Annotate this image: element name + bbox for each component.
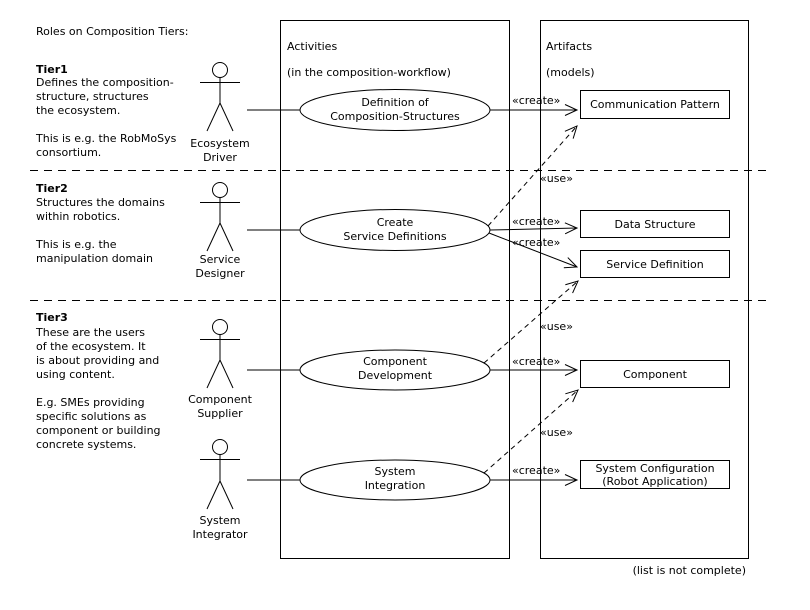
arrow-create-service-definition — [488, 232, 579, 269]
arrow-use-service-definition — [483, 280, 579, 364]
tier1-label: Tier1 — [36, 63, 68, 76]
stereotype-create-service-definition: «create» — [512, 236, 561, 249]
actor-ecosystem-driver-figure — [200, 62, 240, 132]
actor-component-supplier-label: Component Supplier — [188, 393, 252, 420]
artifact-component: Component — [580, 360, 730, 388]
artifacts-column-header: Artifacts (models) — [546, 27, 595, 92]
actor-system-integrator-figure — [200, 439, 240, 510]
activity-component-development-label: Component Development — [357, 355, 433, 382]
artifact-data-structure: Data Structure — [580, 210, 730, 238]
tier3-description: These are the users of the ecosystem. It… — [36, 326, 161, 451]
activity-system-integration-label: System Integration — [364, 465, 426, 492]
actor-component-supplier-figure — [200, 319, 240, 389]
activities-column-frame — [280, 20, 510, 559]
stereotype-create-data-structure: «create» — [512, 215, 561, 228]
activity-service-definitions-label: Create Service Definitions — [343, 216, 447, 243]
artifact-communication-pattern: Communication Pattern — [580, 90, 730, 119]
arrow-use-component — [483, 389, 579, 474]
artifact-service-definition: Service Definition — [580, 250, 730, 278]
activities-column-title: Activities — [287, 40, 338, 53]
tier2-label: Tier2 — [36, 182, 68, 195]
stereotype-use-communication-pattern: «use» — [540, 172, 573, 185]
actor-service-designer-label: Service Designer — [195, 253, 245, 280]
tier1-description: Defines the composition- structure, stru… — [36, 76, 177, 159]
artifacts-column-frame — [540, 20, 749, 559]
page-title: Roles on Composition Tiers: — [36, 25, 189, 38]
artifacts-column-subtitle: (models) — [546, 66, 595, 79]
artifact-system-configuration: System Configuration (Robot Application) — [580, 460, 730, 489]
stereotype-use-component: «use» — [540, 426, 573, 439]
arrow-create-data-structure — [489, 222, 579, 235]
stereotype-create-system-configuration: «create» — [512, 464, 561, 477]
tier2-description: Structures the domains within robotics. … — [36, 196, 165, 265]
activity-composition-structures-label: Definition of Composition-Structures — [330, 96, 460, 123]
artifacts-column-title: Artifacts — [546, 40, 593, 53]
stereotype-create-component: «create» — [512, 355, 561, 368]
actor-system-integrator-label: System Integrator — [192, 514, 248, 541]
actor-service-designer-figure — [200, 182, 240, 252]
actor-ecosystem-driver-label: Ecosystem Driver — [190, 137, 250, 164]
activities-column-subtitle: (in the composition-workflow) — [287, 66, 451, 79]
tier3-label: Tier3 — [36, 311, 68, 324]
activities-column-header: Activities (in the composition-workflow) — [287, 27, 451, 92]
footnote: (list is not complete) — [632, 564, 746, 577]
arrow-use-communication-pattern — [487, 125, 578, 227]
stereotype-create-communication-pattern: «create» — [512, 94, 561, 107]
stereotype-use-service-definition: «use» — [540, 320, 573, 333]
